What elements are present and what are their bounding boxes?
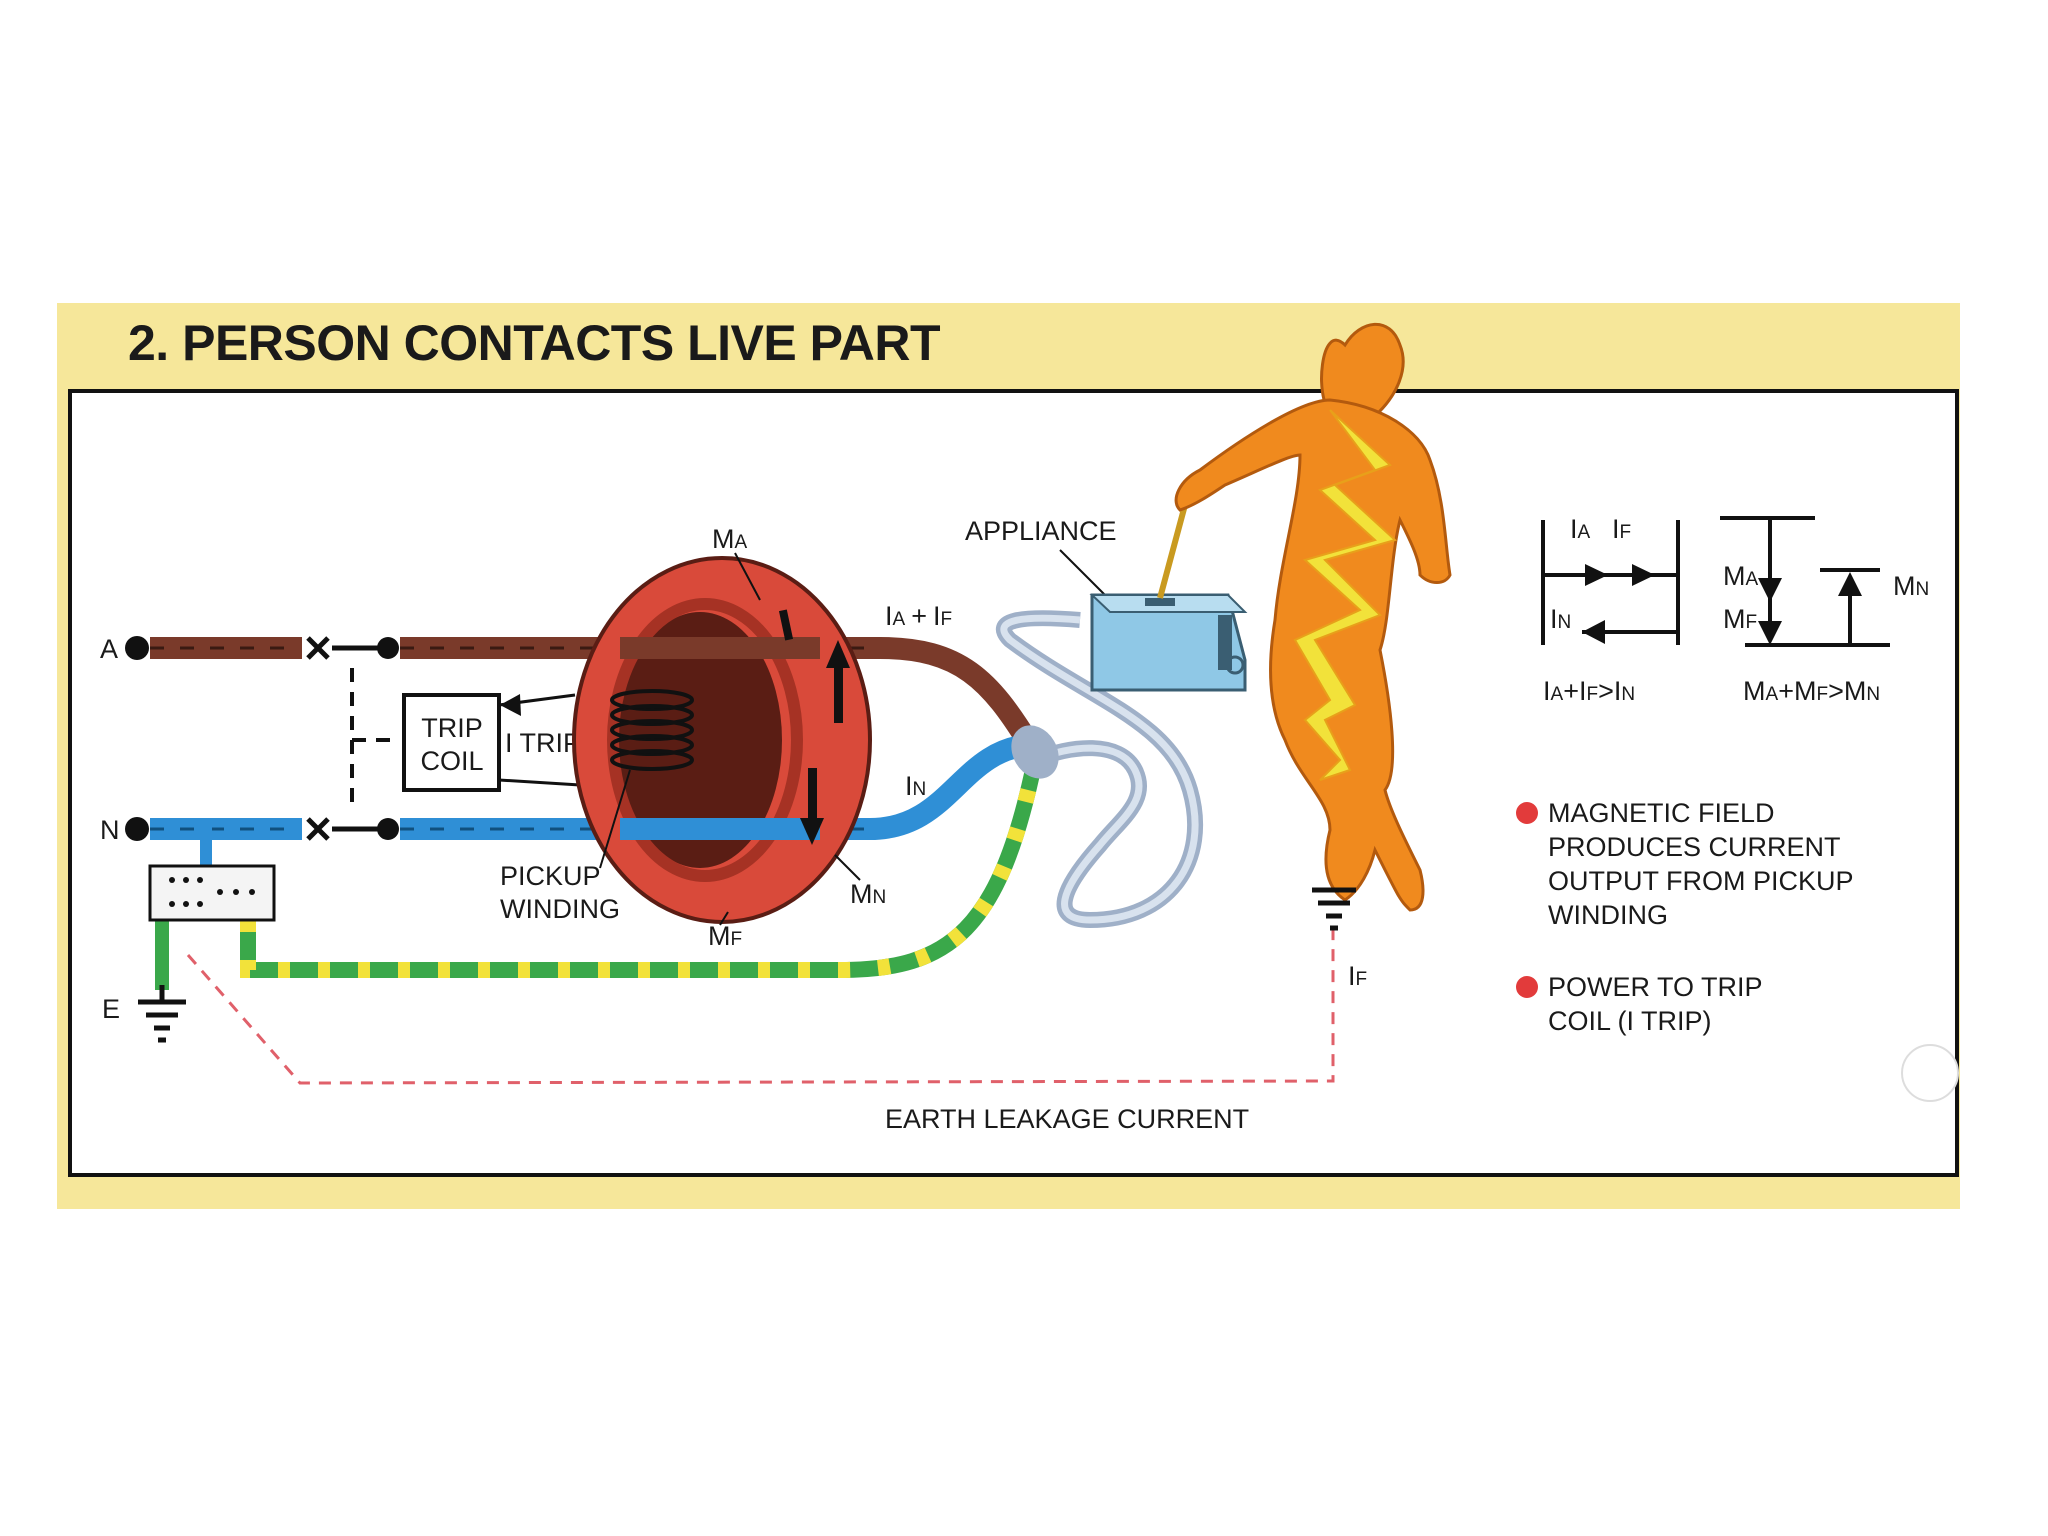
core-mn-label: MN <box>850 879 886 909</box>
neutral-drop <box>200 826 212 866</box>
earth-symbol-left <box>138 985 186 1043</box>
inset-in-label: IN <box>1550 604 1571 634</box>
toroid-inner-rim <box>607 598 803 882</box>
inset-ia-label: IA <box>1570 514 1591 544</box>
inset-mf-label: MF <box>1723 604 1757 634</box>
earth-wire-stripes <box>240 758 1043 978</box>
core-ma-label: MA <box>712 524 748 554</box>
note-bullet-2 <box>1516 976 1538 998</box>
appliance-leader <box>1059 549 1111 601</box>
mf-arrow <box>1758 621 1782 645</box>
terminal-n-dot <box>125 817 149 841</box>
earth-leakage-label: EARTH LEAKAGE CURRENT <box>885 1104 1249 1134</box>
pickup-winding-label-1: PICKUP <box>500 861 601 891</box>
pickup-winding-label-2: WINDING <box>500 894 620 924</box>
leakage-if-label: IF <box>1348 961 1367 991</box>
live-wire-left <box>150 637 302 659</box>
in-arrow <box>1582 620 1605 644</box>
note-2-line-2: COIL (I TRIP) <box>1548 1006 1712 1036</box>
page-hole-mark <box>1901 1044 1959 1102</box>
neutral-switch-contact <box>377 818 399 840</box>
trip-arrow-head <box>500 694 521 716</box>
terminal-block-dots <box>169 877 255 907</box>
flux-arrow-down <box>800 818 824 845</box>
core-ma-leader <box>734 552 761 601</box>
ia-arrow <box>1585 564 1608 586</box>
mechanical-link <box>350 668 400 812</box>
neutral-switch <box>306 817 378 841</box>
ma-arrow <box>1758 578 1782 602</box>
live-switch <box>306 636 378 660</box>
terminal-block <box>148 864 276 922</box>
diagram-panel <box>68 389 1959 1177</box>
note-2-line-1: POWER TO TRIP <box>1548 972 1763 1002</box>
trip-coil-box <box>402 693 501 792</box>
note-1-line-1: MAGNETIC FIELD <box>1548 798 1775 828</box>
magnetic-balance-inset <box>1720 516 1890 647</box>
core-flux-arrows <box>778 609 850 845</box>
trip-coil-label-2: COIL <box>420 746 483 776</box>
note-bullet-1 <box>1516 802 1538 824</box>
pickup-winding-leader <box>599 769 631 869</box>
toaster <box>1089 593 1248 692</box>
fork-in-toaster <box>1157 504 1188 599</box>
person-figure <box>1174 322 1452 912</box>
live-wire-through <box>620 637 820 659</box>
if-arrow <box>1632 564 1655 586</box>
live-current-label: IA+IF <box>885 601 952 631</box>
terminal-a-dot <box>125 636 149 660</box>
neutral-wire-left <box>150 818 302 840</box>
live-switch-contact <box>377 637 399 659</box>
appliance-cable-core <box>1000 614 1199 924</box>
appliance-label: APPLIANCE <box>965 516 1117 546</box>
trip-coil-label-1: TRIP <box>421 713 483 743</box>
neutral-wire-through <box>620 818 820 840</box>
earth-symbol-person <box>1312 887 1356 931</box>
toroid-hole <box>618 612 782 868</box>
neutral-wire <box>400 734 1032 840</box>
terminal-a-label: A <box>100 634 118 664</box>
inset-if-label: IF <box>1612 514 1631 544</box>
core-mn-leader <box>834 854 861 881</box>
terminal-n-label: N <box>100 815 120 845</box>
inset-ma-label: MA <box>1723 561 1759 591</box>
core-mf-label: MF <box>708 921 742 951</box>
live-wire <box>400 637 1040 751</box>
core-mf-leader <box>719 911 729 926</box>
note-1-line-2: PRODUCES CURRENT <box>1548 832 1841 862</box>
pickup-winding <box>610 689 694 771</box>
terminal-e-label: E <box>102 994 120 1024</box>
earth-stub <box>155 920 169 990</box>
inset-mn-label: MN <box>1893 571 1929 601</box>
cable-junction <box>1011 725 1059 779</box>
note-1-line-4: WINDING <box>1548 900 1668 930</box>
neutral-current-label: IN <box>905 771 926 801</box>
i-trip-label: I TRIP <box>505 728 581 758</box>
diagram-title: 2. PERSON CONTACTS LIVE PART <box>128 315 940 371</box>
earth-leakage-path <box>186 930 1335 1085</box>
magnetic-inequality: MA+MF>MN <box>1743 676 1880 706</box>
note-1-line-3: OUTPUT FROM PICKUP <box>1548 866 1854 896</box>
current-inequality: IA+IF>IN <box>1543 676 1635 706</box>
mn-arrow <box>1838 572 1862 596</box>
flux-arrow-up <box>826 640 850 668</box>
